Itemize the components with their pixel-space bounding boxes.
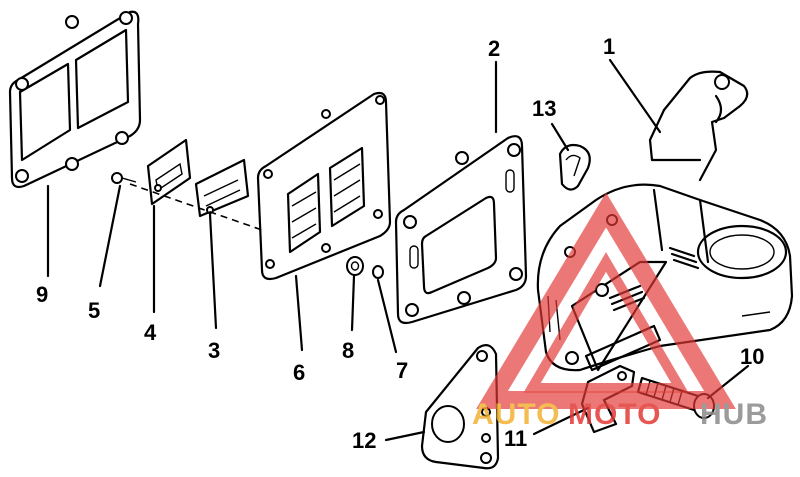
watermark-text-hub: HUB xyxy=(700,398,768,431)
callout-13: 13 xyxy=(532,96,556,121)
callout-8: 8 xyxy=(342,338,354,363)
callout-11: 11 xyxy=(504,426,527,451)
housing-part-1 xyxy=(536,70,794,372)
callout-3: 3 xyxy=(208,338,220,363)
plate-part-12 xyxy=(420,344,500,470)
watermark-logo: AUTO MOTO HUB xyxy=(472,192,768,431)
callout-4: 4 xyxy=(144,320,157,345)
callout-9: 9 xyxy=(36,282,48,307)
reed-stop-part-4 xyxy=(146,138,192,206)
watermark-text-moto: MOTO xyxy=(568,398,661,431)
callout-labels: 1 2 3 4 5 6 7 8 9 10 11 12 13 xyxy=(36,34,764,453)
callout-12: 12 xyxy=(352,428,376,453)
bushing-part-8 xyxy=(346,256,364,276)
gasket-part-2 xyxy=(394,135,528,325)
washer-part-7 xyxy=(372,265,384,279)
reed-plate-part-6 xyxy=(256,91,392,281)
callout-10: 10 xyxy=(740,344,764,369)
callout-2: 2 xyxy=(488,36,500,61)
watermark-text-auto: AUTO xyxy=(472,398,560,431)
leader-lines xyxy=(46,58,750,442)
callout-1: 1 xyxy=(603,34,615,59)
reed-part-3 xyxy=(194,158,250,218)
callout-7: 7 xyxy=(396,358,408,383)
clip-part-13 xyxy=(558,143,591,191)
gasket-part-9 xyxy=(8,10,142,189)
screw-part-5 xyxy=(111,172,137,184)
callout-6: 6 xyxy=(293,360,305,385)
callout-5: 5 xyxy=(88,298,100,323)
